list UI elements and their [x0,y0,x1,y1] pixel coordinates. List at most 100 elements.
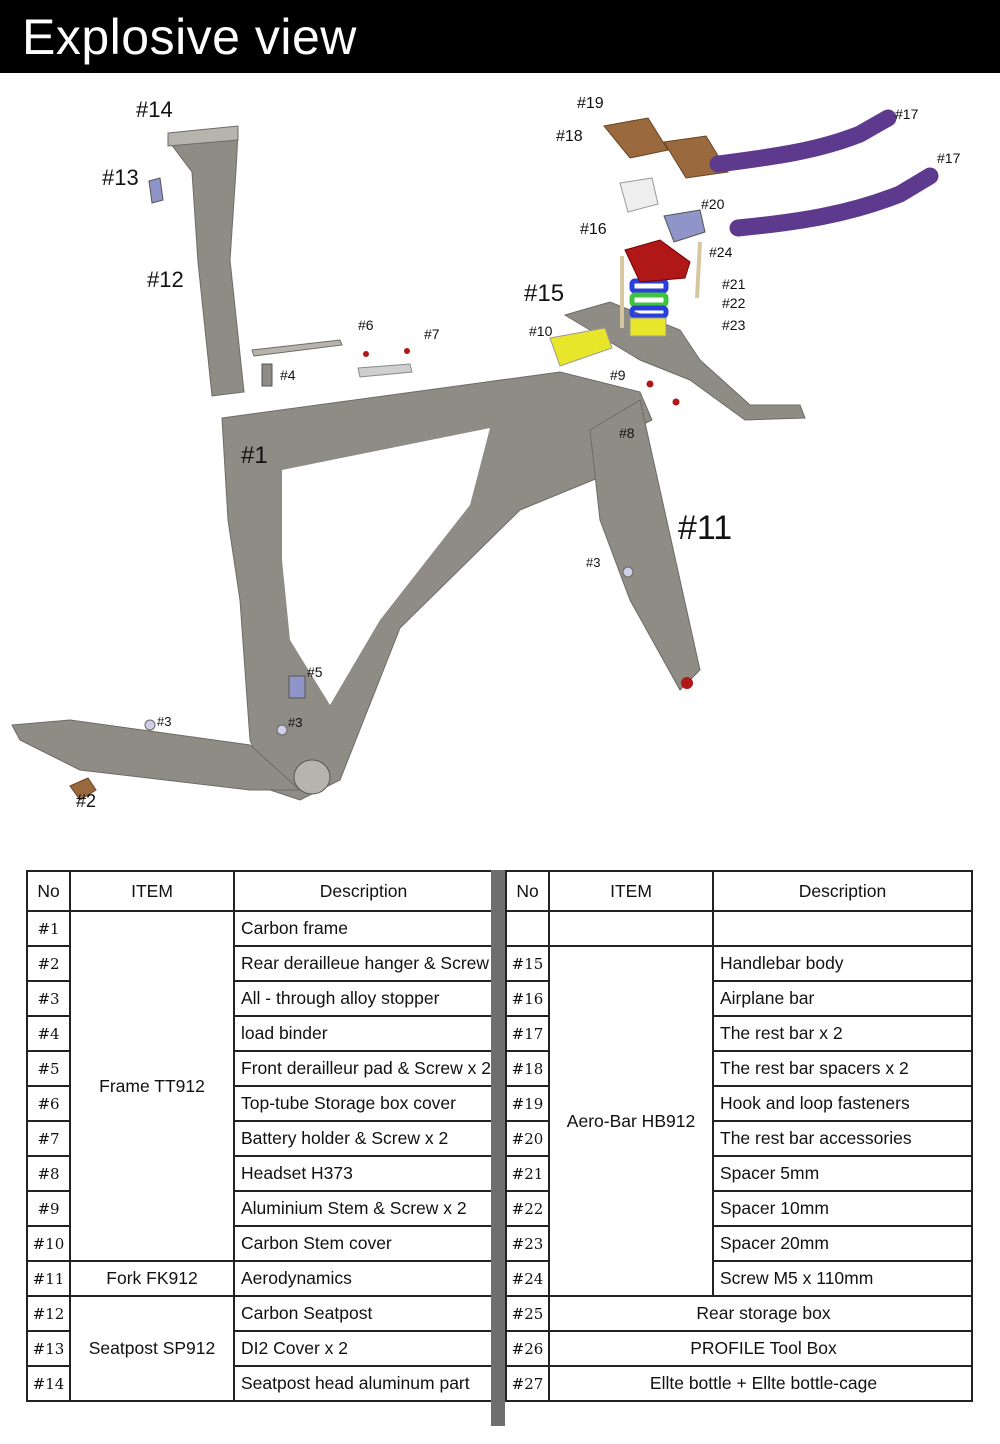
chainstay [11,719,302,791]
label-14: #14 [136,97,173,122]
row-desc: The rest bar accessories [712,1120,973,1157]
row-desc: Seatpost head aluminum part [233,1365,494,1402]
row-desc: Airplane bar [712,980,973,1017]
row-no: #23 [505,1225,550,1262]
bottom-bracket [293,759,331,795]
group-seatpost: Seatpost SP912 [69,1295,235,1402]
row-no: #11 [26,1260,71,1297]
row-no: #1 [26,910,71,947]
frame-window [282,428,490,705]
row-desc: Headset H373 [233,1155,494,1192]
fork-dropout [681,677,693,689]
label-11: #11 [678,509,732,547]
row-no: #18 [505,1050,550,1087]
row-desc [712,910,973,947]
label-7: #7 [424,326,440,342]
row-no: #12 [26,1295,71,1332]
row-desc: Front derailleur pad & Screw x 2 [233,1050,494,1087]
row-no: #22 [505,1190,550,1227]
label-20: #20 [701,196,725,212]
row-desc: Battery holder & Screw x 2 [233,1120,494,1157]
spacer-20mm-part [629,317,667,337]
derailleur-hanger-part [69,777,97,801]
table-row: #14 Seatpost head aluminum part [26,1365,494,1402]
stopper-3 [622,566,634,578]
header-no: No [505,870,550,912]
row-desc: Carbon Seatpost [233,1295,494,1332]
group-fork: Fork FK912 [69,1260,235,1297]
fork-part [589,399,701,691]
row-no: #6 [26,1085,71,1122]
group-frame: Frame TT912 [69,910,235,1262]
row-desc: Rear derailleue hanger & Screw [233,945,494,982]
rest-bar-2 [729,167,939,237]
stopper-1 [144,719,156,731]
row-desc: Handlebar body [712,945,973,982]
di2-cover-part [148,177,164,204]
front-derailleur-pad-part [288,675,306,699]
label-10: #10 [529,323,553,339]
row-item-empty [548,910,714,947]
spacer-5mm-part [629,278,669,294]
row-no: #26 [505,1330,550,1367]
label-2: #2 [76,791,96,811]
stem-cover-part [549,327,613,367]
airplane-bar-part [624,239,691,283]
row-no: #13 [26,1330,71,1367]
table-header-row: No ITEM Description [505,870,973,912]
row-no: #3 [26,980,71,1017]
row-no: #25 [505,1295,550,1332]
table-header-row: No ITEM Description [26,870,494,912]
row-desc: DI2 Cover x 2 [233,1330,494,1367]
row-desc: Spacer 5mm [712,1155,973,1192]
row-no: #17 [505,1015,550,1052]
row-desc: Carbon frame [233,910,494,947]
row-desc: Top-tube Storage box cover [233,1085,494,1122]
rest-bar-1 [709,109,897,173]
spacer-10mm-part [629,292,669,308]
table-separator [491,870,505,1426]
label-3a: #3 [157,714,171,729]
label-12: #12 [147,267,184,292]
header-no: No [26,870,71,912]
clamp-white [619,177,659,213]
table-row: #16 Airplane bar [505,980,973,1017]
row-no: #19 [505,1085,550,1122]
label-1: #1 [241,442,268,469]
screw-rod-right [695,241,702,299]
label-21: #21 [722,276,746,292]
label-16: #16 [580,221,607,238]
stem-screw-2 [672,398,680,406]
rest-bar-accessory-part [663,209,706,243]
label-17a: #17 [895,106,919,122]
row-desc-wide: Rear storage box [548,1295,973,1332]
row-no: #16 [505,980,550,1017]
group-aero: Aero-Bar HB912 [548,945,714,1297]
row-no: #20 [505,1120,550,1157]
label-9: #9 [610,367,626,383]
label-17b: #17 [937,150,961,166]
row-desc: load binder [233,1015,494,1052]
row-no: #8 [26,1155,71,1192]
row-desc: All - through alloy stopper [233,980,494,1017]
seatpost-part [167,132,245,397]
label-18: #18 [556,128,583,145]
table-row: #20 The rest bar accessories [505,1120,973,1157]
row-desc: The rest bar x 2 [712,1015,973,1052]
row-no: #14 [26,1365,71,1402]
label-3c: #3 [586,555,600,570]
label-15: #15 [524,280,564,307]
load-binder-part [261,363,273,387]
header-item: ITEM [548,870,714,912]
row-no: #15 [505,945,550,982]
